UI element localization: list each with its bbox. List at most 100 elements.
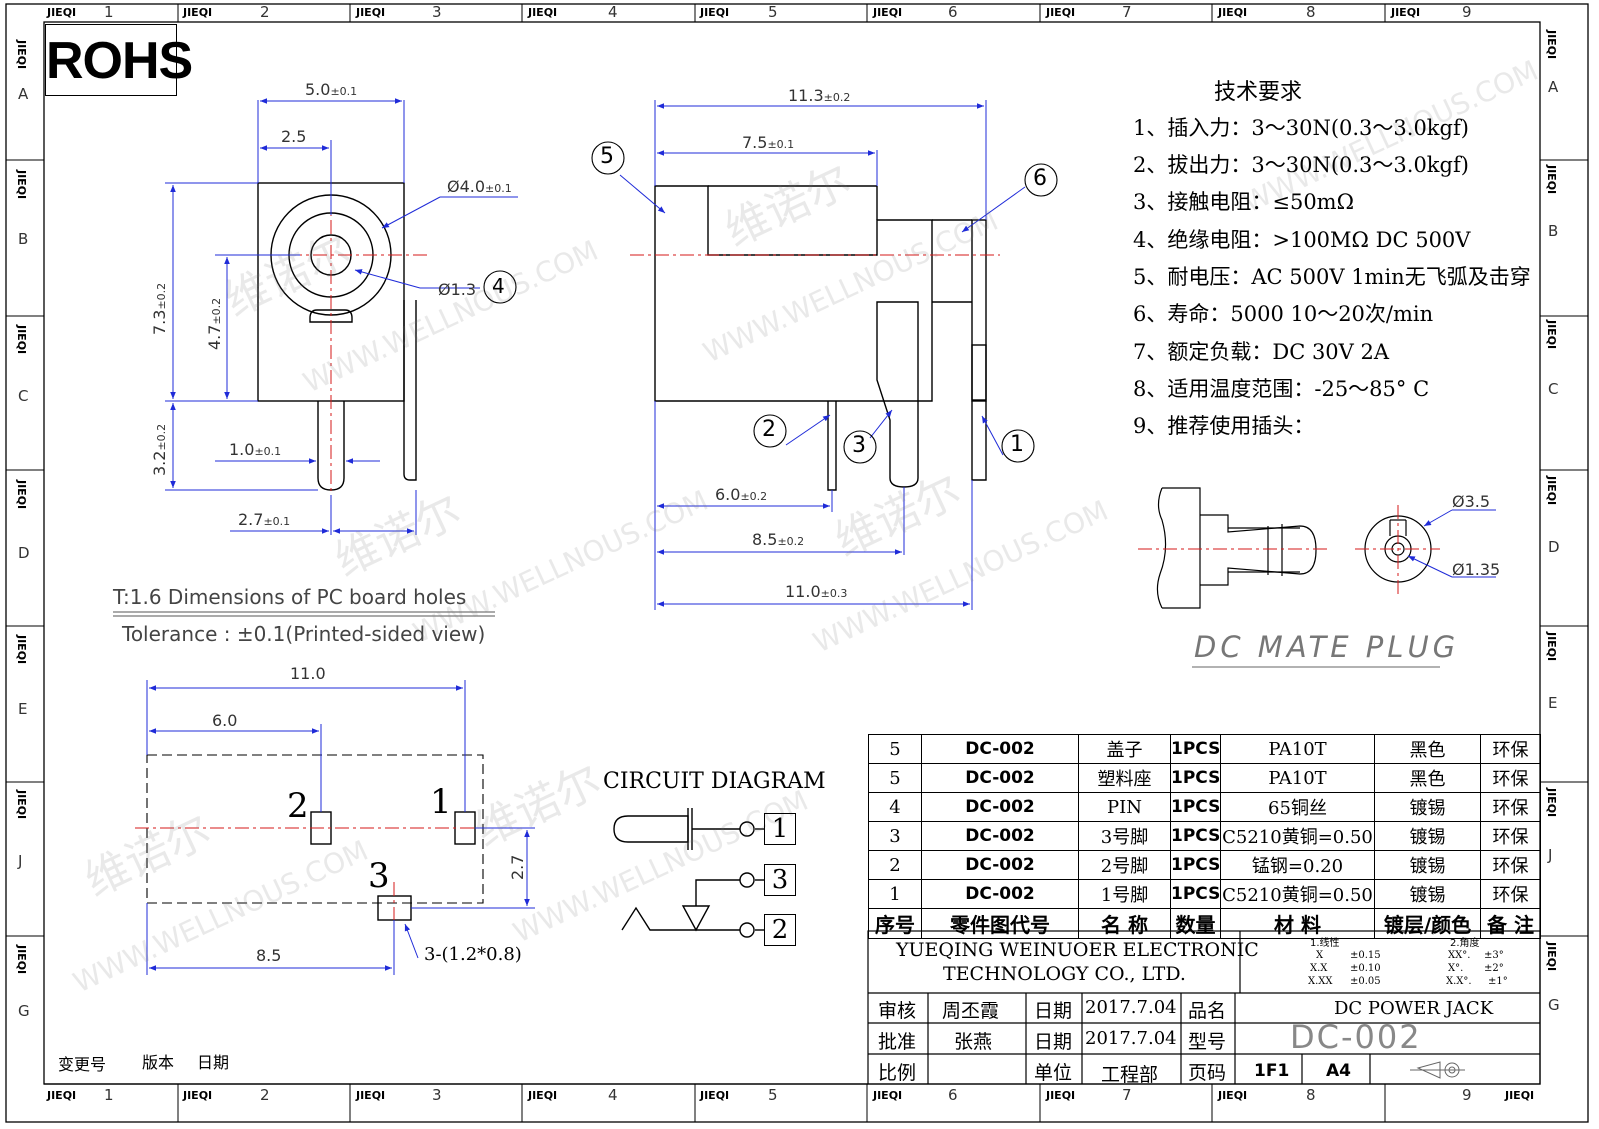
bom-cell: 1PCS — [1170, 821, 1221, 851]
zone-tag: JIEQI — [183, 1089, 213, 1102]
zone-tag: JIEQI — [183, 6, 213, 19]
product-name: DC POWER JACK — [1334, 998, 1494, 1019]
zone-number: 3 — [432, 3, 442, 21]
requirement-line: 8、适用温度范围：-25～85° C — [1133, 377, 1430, 401]
bom-cell: 黑色 — [1374, 763, 1481, 793]
bom-cell: 1PCS — [1170, 763, 1221, 793]
tolerance-angle-title: 2.角度 — [1450, 938, 1480, 949]
zone-tag: JIEQI — [15, 480, 28, 510]
zone-tag: JIEQI — [15, 170, 28, 200]
bom-row: 5 DC-002 盖子 1PCS PA10T 黑色 环保 — [868, 734, 1541, 764]
dim-tolerance: ±0.1 — [263, 515, 291, 528]
bom-header-cell: 零件图代号 — [921, 908, 1079, 939]
bom-header-cell: 备 注 — [1480, 908, 1541, 939]
zone-tag: JIEQI — [700, 6, 730, 19]
pcb-pin-2: 2 — [287, 786, 309, 826]
approve-date: 2017.7.04 — [1085, 1028, 1177, 1049]
zone-number: 5 — [768, 1086, 778, 1104]
bom-cell: 环保 — [1480, 879, 1541, 909]
bom-header-cell: 序号 — [868, 908, 922, 939]
review-label: 审核 — [878, 1000, 917, 1022]
bom-cell: 3号脚 — [1078, 821, 1171, 851]
zone-tag: JIEQI — [1545, 632, 1558, 662]
bom-cell: 1PCS — [1170, 879, 1221, 909]
tolerance-label: XX°. — [1448, 950, 1471, 961]
zone-number: 1 — [104, 3, 114, 21]
zone-number: 4 — [608, 1086, 618, 1104]
zone-number: 6 — [948, 3, 958, 21]
zone-tag: JIEQI — [47, 6, 77, 19]
zone-number: 2 — [260, 1086, 270, 1104]
bom-cell: 环保 — [1480, 821, 1541, 851]
bom-header-cell: 数量 — [1170, 908, 1221, 939]
dim-tolerance: ±0.2 — [740, 490, 768, 503]
dim-tolerance: ±0.2 — [777, 535, 805, 548]
bom-cell: C5210黄铜=0.50 — [1220, 821, 1375, 851]
bom-cell: 2号脚 — [1078, 850, 1171, 880]
dim-value: 5.0 — [305, 80, 331, 99]
zone-letter: G — [1548, 996, 1560, 1014]
zone-tag: JIEQI — [356, 6, 386, 19]
bom-cell: PIN — [1078, 792, 1171, 822]
callout-circles — [483, 141, 1058, 464]
plug-diameter-inner: Ø1.35 — [1452, 560, 1501, 579]
dim-tolerance: ±0.1 — [330, 85, 358, 98]
zone-number: 2 — [260, 3, 270, 21]
bom-cell: PA10T — [1220, 734, 1375, 764]
bom-row: 1 DC-002 1号脚 1PCS C5210黄铜=0.50 镀锡 环保 — [868, 879, 1541, 909]
date-label: 日期 — [1034, 1000, 1073, 1022]
dim-tolerance: ±0.2 — [823, 91, 851, 104]
plug-centerline — [1138, 505, 1440, 595]
bom-row: 5 DC-002 塑料座 1PCS PA10T 黑色 环保 — [868, 763, 1541, 793]
bom-cell: DC-002 — [921, 850, 1079, 880]
pcb-note-lines — [113, 611, 495, 617]
zone-tag: JIEQI — [528, 6, 558, 19]
sheet-size: A4 — [1326, 1061, 1351, 1081]
page-value: 1F1 — [1254, 1061, 1290, 1081]
zone-tag: JIEQI — [1545, 476, 1558, 506]
zone-letter: C — [18, 387, 29, 405]
dim-tolerance: ±0.2 — [155, 282, 168, 310]
bom-header-cell: 材 料 — [1220, 908, 1375, 939]
side-view-dims — [619, 100, 1026, 610]
zone-letter: J — [1548, 846, 1553, 864]
zone-tag: JIEQI — [15, 790, 28, 820]
product-name-label: 品名 — [1188, 1000, 1227, 1022]
bom-cell: 锰钢=0.20 — [1220, 850, 1375, 880]
zone-tag: JIEQI — [1505, 1089, 1535, 1102]
bom-cell: DC-002 — [921, 792, 1079, 822]
dim-value: 7.5 — [742, 133, 768, 152]
bom-row: 2 DC-002 2号脚 1PCS 锰钢=0.20 镀锡 环保 — [868, 850, 1541, 880]
bom-cell: DC-002 — [921, 879, 1079, 909]
dim-value: 2.7 — [238, 510, 264, 529]
model-label: 型号 — [1188, 1031, 1227, 1053]
requirement-line: 3、接触电阻：≤50mΩ — [1133, 190, 1355, 214]
bom-cell: 3 — [868, 821, 922, 851]
version-label: 版本 — [142, 1053, 175, 1072]
bom-cell: 1PCS — [1170, 850, 1221, 880]
bom-cell: 黑色 — [1374, 734, 1481, 764]
pcb-note-line1: T:1.6 Dimensions of PC board holes — [113, 585, 467, 609]
pcb-pin-3: 3 — [368, 856, 390, 896]
dim-tolerance: ±0.2 — [155, 423, 168, 451]
plug-drawing — [1156, 487, 1432, 609]
circuit-pin-3: 3 — [764, 864, 796, 896]
zone-letter: E — [18, 700, 28, 718]
bom-header: 序号 零件图代号 名 称 数量 材 料 镀层/颜色 备 注 — [868, 908, 1541, 939]
date-label: 日期 — [1034, 1031, 1073, 1053]
bom-cell: DC-002 — [921, 821, 1079, 851]
zone-letter: B — [18, 230, 29, 248]
pcb-outline — [146, 754, 484, 904]
scale-label: 比例 — [878, 1062, 917, 1084]
pcb-dims — [146, 680, 535, 975]
bom-cell: 5 — [868, 763, 922, 793]
tolerance-label: X.X — [1310, 963, 1328, 974]
circuit-lines — [613, 808, 764, 938]
zone-tag: JIEQI — [15, 945, 28, 975]
zone-tag: JIEQI — [873, 6, 903, 19]
callout-5: 5 — [600, 144, 614, 169]
requirement-line: 1、插入力：3～30N(0.3～3.0kgf) — [1133, 116, 1469, 140]
dim-tolerance: ±0.1 — [767, 138, 795, 151]
hole-note: 3-(1.2*0.8) — [424, 944, 522, 965]
bom-cell: 塑料座 — [1078, 763, 1171, 793]
